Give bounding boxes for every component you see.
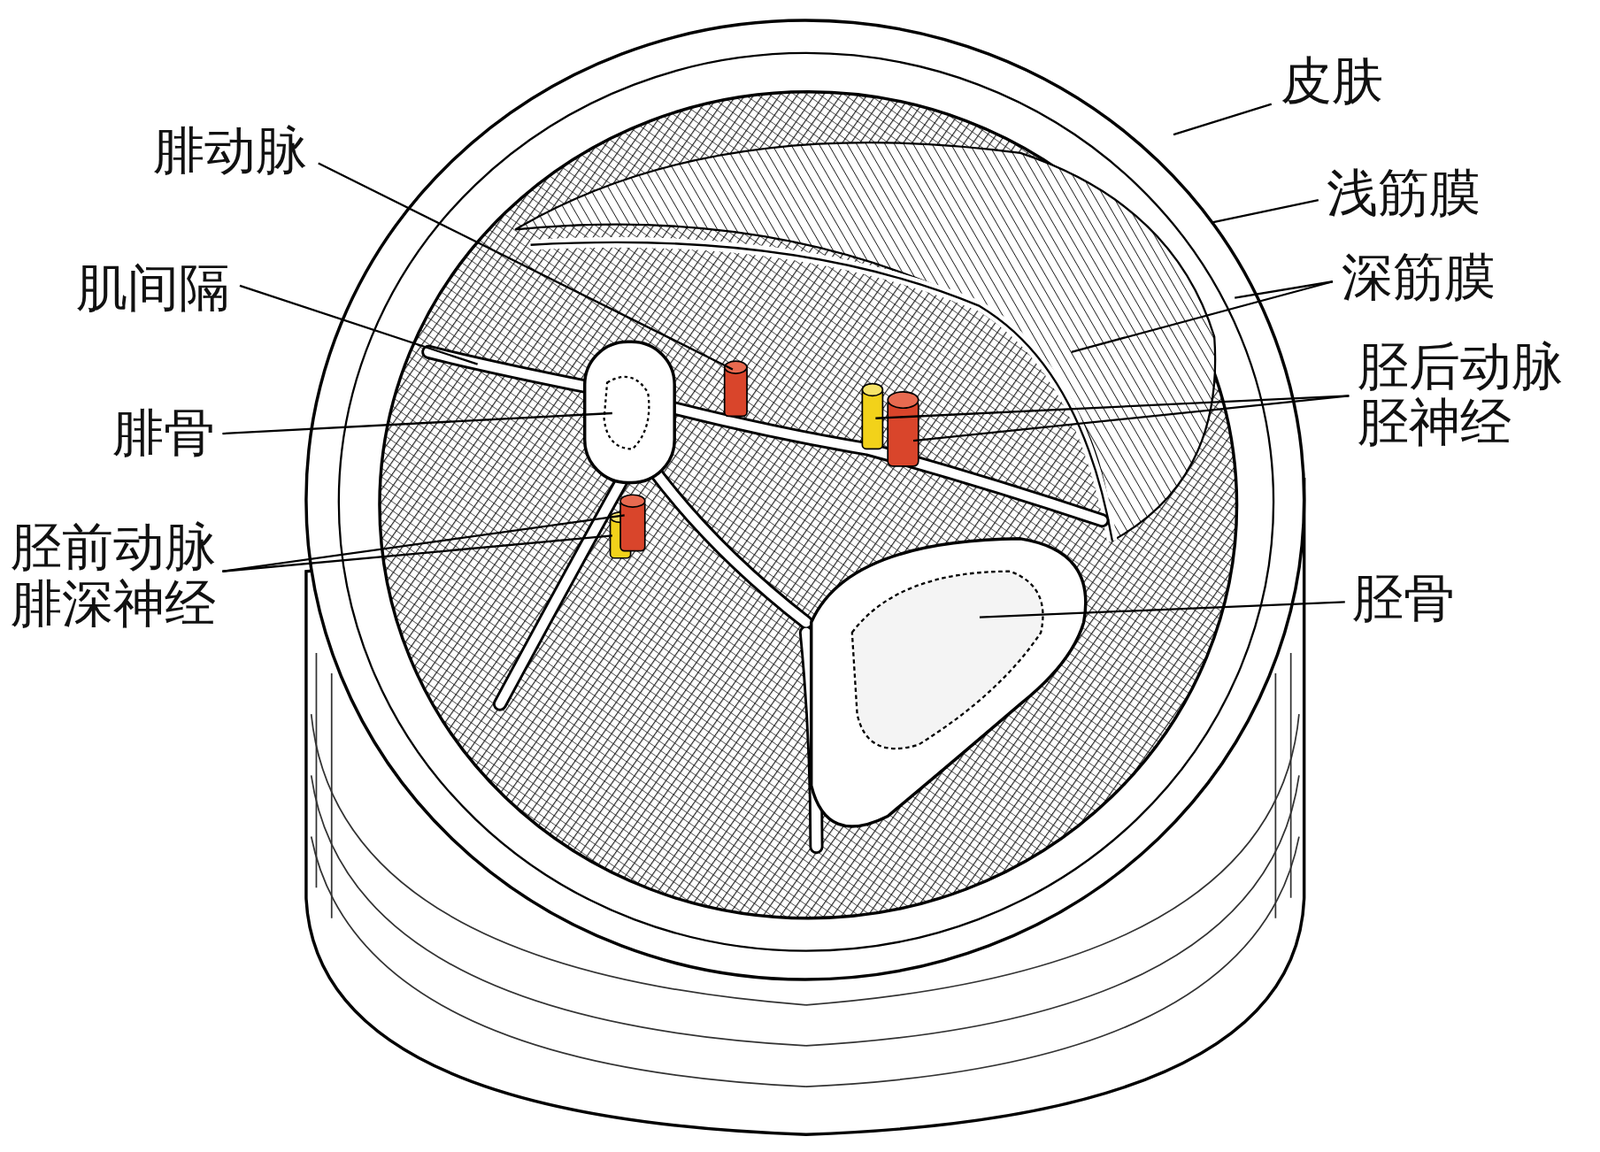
part-label: 腓深神经 [10, 577, 216, 630]
part-label: 胫神经 [1357, 396, 1512, 448]
part-label: 胫前动脉 [10, 521, 216, 573]
leader-lines [222, 104, 1349, 618]
part-label: 腓骨 [112, 407, 216, 459]
part-label: 胫骨 [1352, 572, 1455, 624]
part-label: 肌间隔 [76, 261, 231, 314]
part-label: 皮肤 [1280, 54, 1384, 107]
part-label: 腓动脉 [153, 124, 308, 177]
illustration [222, 20, 1349, 1135]
part-label: 浅筋膜 [1326, 167, 1481, 219]
part-label: 深筋膜 [1341, 251, 1496, 303]
part-label: 胫后动脉 [1357, 340, 1563, 393]
